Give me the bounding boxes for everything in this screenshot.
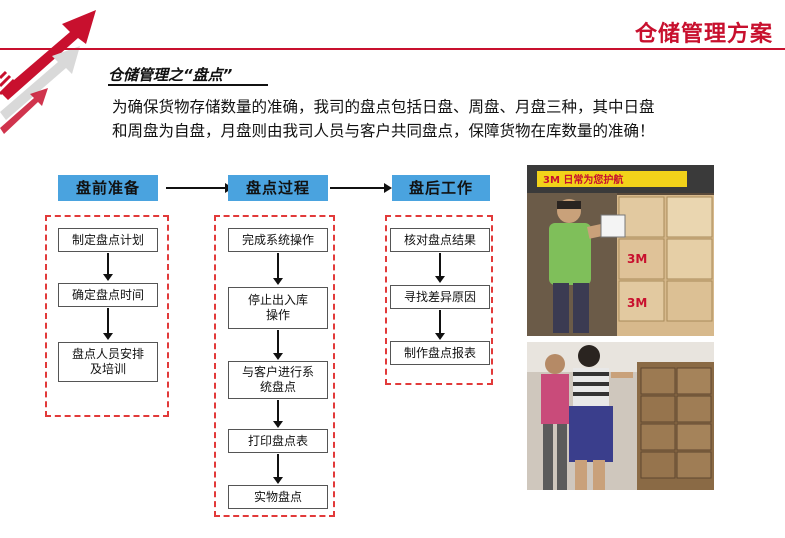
stage-box-process (214, 215, 335, 517)
stage-header-prepare: 盘前准备 (58, 175, 158, 201)
banner-text: 3M 日常为您护航 (543, 173, 623, 186)
section-title: 仓储管理之“盘点” (108, 66, 233, 84)
arrow-down-icon (273, 400, 283, 428)
step-item: 与客户进行系 统盘点 (228, 361, 328, 399)
box-brand: 3M (627, 296, 647, 310)
step-item: 盘点人员安排 及培训 (58, 342, 158, 382)
intro-line-2: 和周盘为自盘，月盘则由我司人员与客户共同盘点，保障货物在库数量的准确！ (112, 122, 655, 140)
photo-warehouse-inventory: 3M 日常为您护航 3M 3M (527, 165, 714, 336)
intro-paragraph: 为确保货物存储数量的准确，我司的盘点包括日盘、周盘、月盘三种，其中日盘 和周盘为… (112, 95, 752, 143)
arrow-down-icon (273, 330, 283, 360)
step-item: 制定盘点计划 (58, 228, 158, 252)
warehouse-photo-icon: 3M 日常为您护航 3M 3M (527, 165, 714, 336)
step-item: 打印盘点表 (228, 429, 328, 453)
step-item: 寻找差异原因 (390, 285, 490, 309)
arrow-down-icon (273, 253, 283, 285)
header-rule (0, 48, 785, 50)
stage-header-after: 盘后工作 (392, 175, 490, 201)
header-title: 仓储管理方案 (634, 22, 773, 47)
box-brand: 3M (627, 252, 647, 266)
arrow-down-icon (435, 253, 445, 283)
arrow-down-icon (273, 454, 283, 484)
section-title-underline (108, 84, 268, 86)
step-item: 确定盘点时间 (58, 283, 158, 307)
arrow-down-icon (435, 310, 445, 340)
intro-line-1: 为确保货物存储数量的准确，我司的盘点包括日盘、周盘、月盘三种，其中日盘 (112, 98, 655, 116)
logo-arrows-icon (0, 10, 96, 134)
step-item: 完成系统操作 (228, 228, 328, 252)
stage-box-after (385, 215, 493, 385)
step-item: 实物盘点 (228, 485, 328, 509)
counting-photo-icon (527, 342, 714, 490)
arrow-right-icon (330, 183, 392, 193)
stage-header-process: 盘点过程 (228, 175, 328, 201)
photo-staff-counting (527, 342, 714, 490)
arrow-down-icon (103, 308, 113, 340)
step-item: 制作盘点报表 (390, 341, 490, 365)
step-item: 停止出入库 操作 (228, 287, 328, 329)
arrow-right-icon (166, 183, 233, 193)
step-item: 核对盘点结果 (390, 228, 490, 252)
stage-box-prepare (45, 215, 169, 417)
arrow-down-icon (103, 253, 113, 281)
